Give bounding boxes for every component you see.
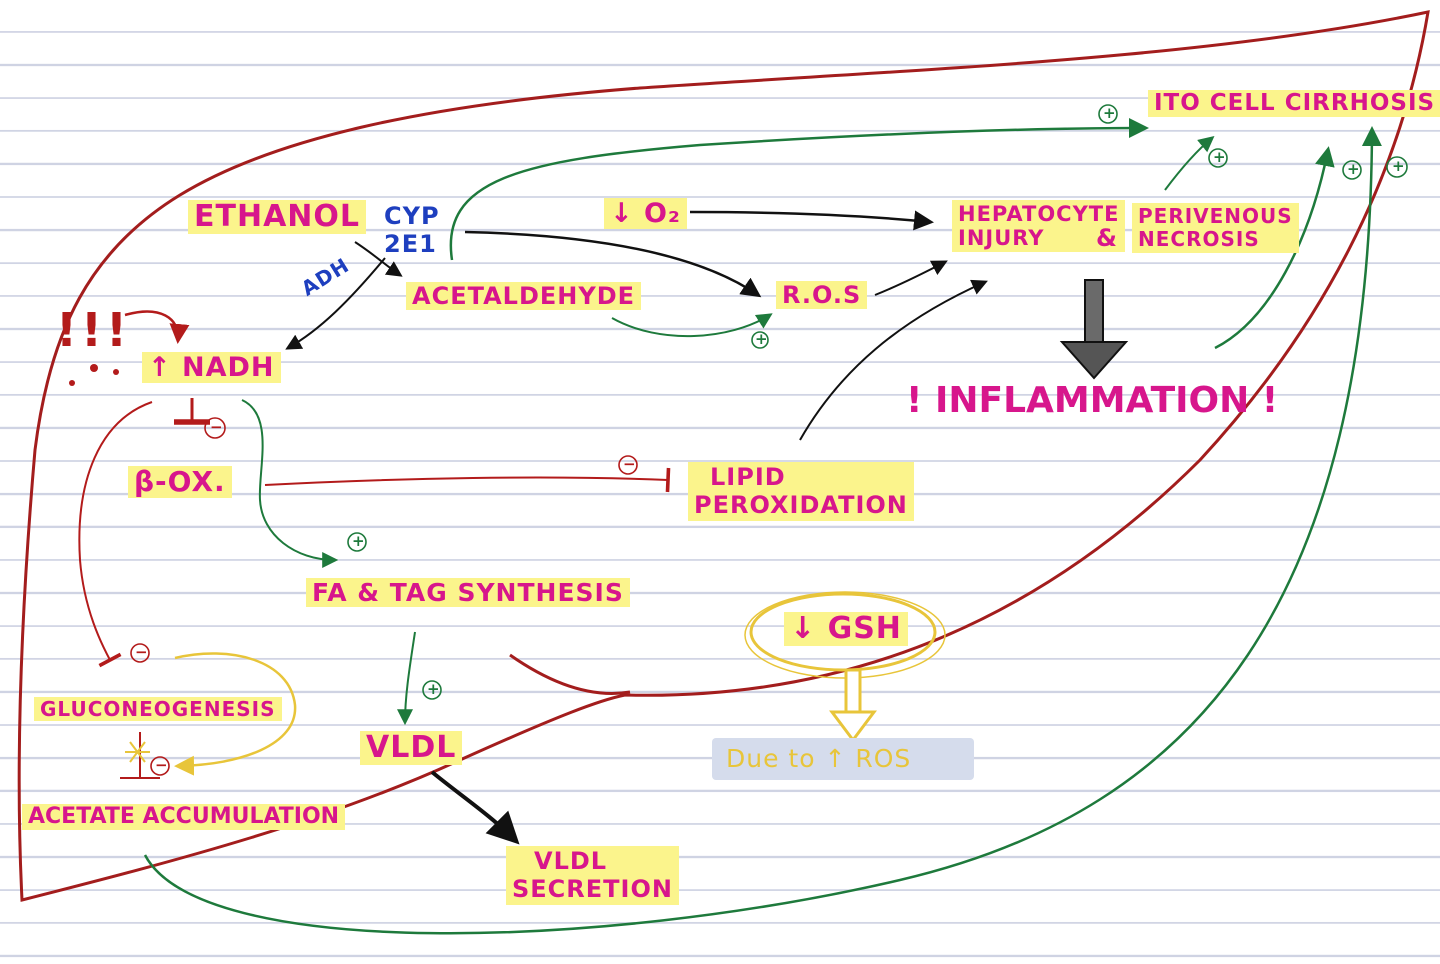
sign-circle-ito-plus: [1098, 104, 1118, 124]
arrow-acetate-to-ito: [143, 126, 1382, 935]
sign-beta-minus: −: [210, 418, 223, 436]
arrow-yellow-loop: [174, 652, 297, 776]
inhibit-nadh-gluconeogenesis: [78, 401, 153, 668]
sign-circle-lipid-minus: [618, 455, 638, 475]
vldl-secretion-label: VLDL SECRETION: [506, 846, 679, 906]
sign-fa-plus: +: [352, 532, 365, 550]
block-star: [125, 741, 150, 763]
arrow-ethanol-to-acetaldehyde: [354, 241, 403, 277]
lipid-line-2: PEROXIDATION: [694, 490, 908, 519]
arrow-inflammation-to-ito: [1214, 146, 1335, 350]
cyp-line-2: 2E1: [384, 229, 437, 258]
fa-tag-synthesis-label: FA & TAG SYNTHESIS: [306, 578, 630, 607]
sign-circle-perivenous-plus: [1208, 148, 1228, 168]
liver-outline: [17, 10, 1430, 902]
perivenous-necrosis-label: PERIVENOUS NECROSIS: [1132, 203, 1299, 253]
arrow-nadh-to-fa-tag: [241, 399, 339, 568]
due-to-ros-label: Due to ↑ ROS: [726, 744, 912, 773]
vldl-sec-line-1: VLDL: [534, 847, 608, 875]
inflammation-label: ! INFLAMMATION !: [906, 380, 1279, 421]
perivenous-line-1: PERIVENOUS: [1138, 204, 1293, 228]
liver-inner-notch: [509, 653, 631, 695]
sign-ros-plus: +: [755, 330, 768, 348]
cyp-line-1: CYP: [384, 202, 440, 230]
exclaim-dot-3: [113, 369, 119, 375]
ros-label: R.O.S: [776, 281, 868, 309]
arrow-lipid-to-hepatocyte: [799, 279, 988, 441]
sign-gluco-minus: −: [135, 643, 148, 661]
arrow-o2-to-hepatocyte: [689, 210, 934, 231]
arrow-cyp-to-ros: [464, 230, 762, 298]
sign-circle-ros-plus: [751, 331, 769, 349]
arrow-ethanol-to-nadh: [285, 257, 386, 350]
acetate-accumulation-label: ACETATE ACCUMULATION: [22, 804, 346, 830]
gsh-circle: [749, 592, 937, 672]
sign-vldl-plus: +: [427, 680, 440, 698]
due-to-box: [712, 738, 974, 780]
ito-cell-cirrhosis-label: ITO CELL CIRRHOSIS: [1148, 90, 1440, 117]
lipid-peroxidation-label: LIPID PEROXIDATION: [688, 462, 914, 522]
sign-circle-gluco-minus: [130, 643, 150, 663]
arrow-ros-to-hepatocyte: [874, 260, 948, 296]
sign-circle-vldl-plus: [422, 680, 442, 700]
exclaim-dot-2: [90, 364, 98, 372]
vldl-sec-line-2: SECRETION: [512, 874, 673, 903]
sign-infl-plus: +: [1347, 160, 1360, 178]
arrow-fa-tag-to-vldl: [397, 631, 416, 726]
exclaim-label: !!!: [56, 303, 131, 357]
sign-acetate-plus: +: [1392, 157, 1405, 175]
gluconeogenesis-label: GLUCONEOGENESIS: [34, 697, 282, 721]
arrow-cyp-to-ito: [449, 118, 1149, 261]
beta-ox-label: β-OX.: [128, 466, 232, 498]
inflammation-down-arrow: [1059, 279, 1129, 380]
ethanol-label: ETHANOL: [188, 200, 367, 234]
hepatocyte-line-2: INJURY: [958, 226, 1045, 251]
gsh-down-arrow: [829, 668, 877, 743]
lipid-line-1: LIPID: [710, 463, 786, 491]
sign-lipid-minus: −: [623, 455, 636, 473]
arrow-perivenous-to-ito: [1164, 135, 1215, 191]
sign-perivenous-plus: +: [1213, 148, 1226, 166]
vldl-label: VLDL: [360, 731, 463, 765]
nadh-label: ↑ NADH: [142, 352, 281, 383]
sign-acetate-minus: −: [155, 756, 168, 774]
hepatocyte-line-1: HEPATOCYTE: [958, 202, 1120, 226]
acetaldehyde-label: ACETALDEHYDE: [406, 282, 642, 310]
sign-circle-infl-plus: [1342, 160, 1362, 180]
arrow-exclaim-to-nadh: [124, 310, 190, 344]
gsh-label: ↓ GSH: [784, 612, 908, 646]
sign-ito-plus: +: [1103, 104, 1116, 122]
ampersand-label: &: [1096, 224, 1118, 252]
o2-label: ↓ O₂: [604, 198, 687, 229]
hepatocyte-injury-label: HEPATOCYTE INJURY: [952, 200, 1126, 253]
inhibit-beta-ox-lipid: [264, 467, 671, 493]
exclaim-dot-1: [69, 380, 75, 386]
sign-circle-acetate-plus: [1386, 156, 1408, 178]
arrow-vldl-to-secretion: [430, 770, 520, 845]
perivenous-line-2: NECROSIS: [1138, 227, 1260, 251]
sign-circle-acetate-minus: [150, 756, 170, 776]
sign-circle-beta-minus: [204, 417, 226, 439]
sign-circle-fa-plus: [347, 532, 367, 552]
cyp2e1-label: CYP 2E1: [384, 202, 440, 258]
arrow-acetaldehyde-to-ros: [611, 313, 773, 338]
